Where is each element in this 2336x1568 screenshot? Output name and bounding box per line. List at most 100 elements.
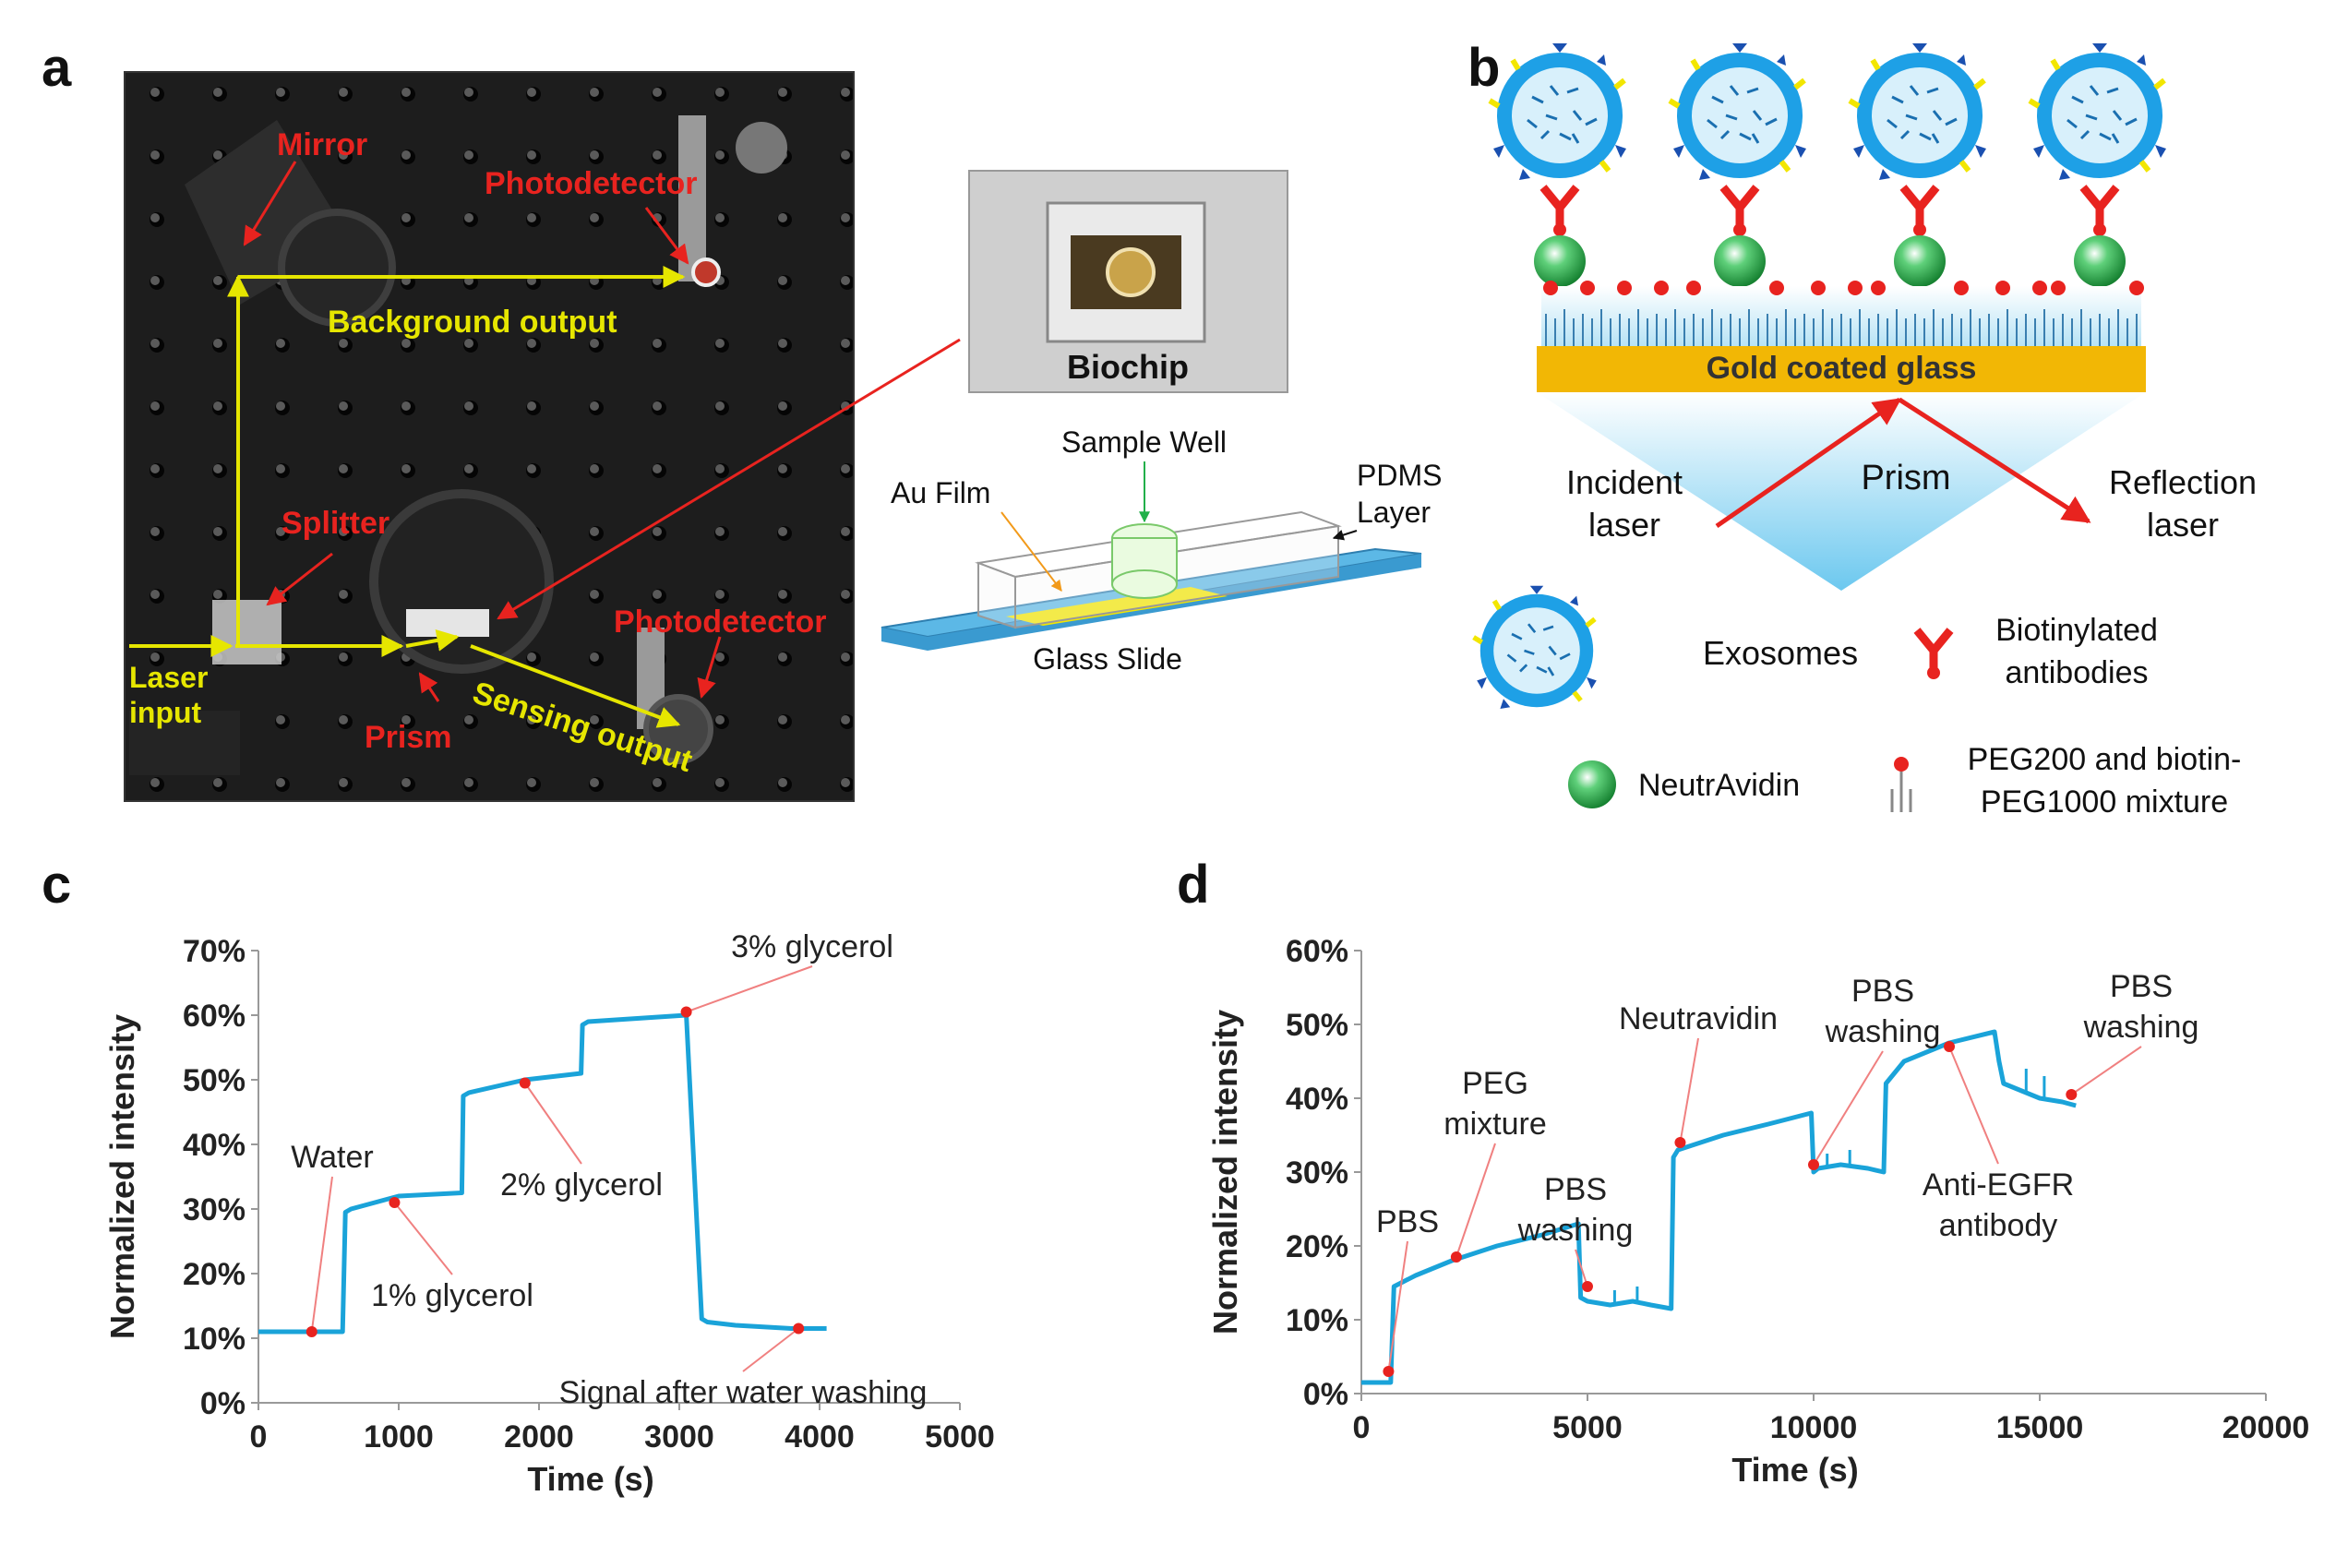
y-tick-label: 70%	[183, 934, 246, 969]
biochip-photo	[968, 170, 1288, 393]
legend-biotinylated-antibodies: Biotinylated antibodies	[1995, 613, 2158, 690]
x-tick-label: 1000	[364, 1419, 434, 1454]
x-tick-label: 2000	[504, 1419, 574, 1454]
label-splitter: Splitter	[282, 506, 389, 541]
x-tick-label: 10000	[1770, 1410, 1858, 1445]
annotation-marker	[389, 1197, 401, 1208]
y-tick-label: 40%	[1286, 1082, 1348, 1117]
annotation-label: Signal after water washing	[559, 1375, 928, 1410]
annotation-label: Neutravidin	[1619, 1001, 1778, 1036]
annotation-arrow	[1813, 1050, 1884, 1166]
prism-shape	[1537, 392, 2146, 591]
panel-b-figure: Gold coated glass Prism Incident laser R…	[1458, 0, 2258, 820]
label-mirror: Mirror	[277, 127, 367, 162]
y-tick-label: 20%	[1286, 1229, 1348, 1264]
x-axis-title: Time (s)	[1731, 1451, 1858, 1489]
annotation: 1% glycerol	[371, 1197, 533, 1313]
annotation-label: 1% glycerol	[371, 1278, 533, 1313]
series-line-0	[258, 1012, 827, 1335]
annotation-marker	[305, 1326, 317, 1337]
y-tick-label: 30%	[1286, 1155, 1348, 1191]
y-tick-label: 10%	[1286, 1303, 1348, 1338]
label-prism-b: Prism	[1861, 459, 1950, 497]
chart-c-axes	[258, 951, 960, 1404]
y-tick-label: 50%	[1286, 1008, 1348, 1043]
panel-letter-d: d	[1177, 855, 1210, 915]
label-photodetector-bottom: Photodetector	[614, 604, 826, 640]
label-photodetector-top: Photodetector	[485, 166, 697, 201]
annotation-arrow	[523, 1082, 582, 1165]
label-pdms-layer: PDMS Layer	[1357, 459, 1443, 529]
annotation-arrow	[310, 1176, 333, 1333]
optical-setup-photo	[124, 71, 855, 802]
annotation-arrow	[2070, 1046, 2142, 1095]
bound-antibodies	[1543, 187, 2116, 236]
annotation: 3% glycerol	[680, 929, 893, 1018]
panel-a-figure: Mirror Photodetector Background output S…	[124, 71, 1443, 802]
x-tick-label: 5000	[1552, 1410, 1623, 1445]
annotation-arrow	[1575, 1249, 1588, 1287]
bound-neutravidin	[1534, 235, 2126, 287]
panel-letter-b: b	[1467, 38, 1501, 98]
annotation-arrow	[1455, 1143, 1496, 1258]
x-tick-label: 15000	[1996, 1410, 2084, 1445]
legend-panel-b: Exosomes Biotinylated antibodies NeutrAv…	[1474, 586, 2242, 820]
label-sample-well: Sample Well	[1061, 425, 1227, 459]
x-tick-label: 20000	[2222, 1410, 2310, 1445]
annotation-arrow	[1948, 1046, 1999, 1165]
y-tick-label: 20%	[183, 1257, 246, 1292]
y-axis-title: Normalized intensity	[103, 1014, 141, 1339]
annotation-label: PBS	[1376, 1204, 1439, 1239]
label-background-output: Background output	[328, 305, 617, 340]
legend-exosomes: Exosomes	[1703, 634, 1858, 672]
x-axis-title: Time (s)	[527, 1460, 653, 1498]
label-laser-input: Laser input	[129, 661, 209, 729]
label-au-film: Au Film	[891, 476, 990, 509]
annotation-marker	[1582, 1281, 1593, 1292]
annotation-marker	[793, 1323, 805, 1335]
y-axis-title: Normalized intensity	[1206, 1010, 1244, 1335]
annotation-marker	[519, 1077, 531, 1089]
x-tick-label: 3000	[644, 1419, 714, 1454]
annotation-marker	[1450, 1251, 1462, 1263]
x-tick-label: 5000	[925, 1419, 995, 1454]
legend-neutravidin-icon	[1568, 760, 1616, 808]
annotation-marker	[1944, 1041, 1955, 1052]
biochip-schematic	[880, 461, 1422, 651]
series-line-0	[1361, 1029, 2077, 1385]
peg-layer	[1541, 281, 2144, 346]
captured-exosomes	[1490, 43, 2166, 180]
annotation-arrow	[742, 1327, 799, 1372]
legend-peg-icon	[1890, 757, 1912, 812]
annotation-marker	[1674, 1137, 1686, 1148]
y-tick-label: 30%	[183, 1192, 246, 1227]
y-tick-label: 40%	[183, 1128, 246, 1163]
annotation: 2% glycerol	[500, 1077, 663, 1203]
legend-peg-mixture: PEG200 and biotin-PEG1000 mixture	[1967, 742, 2242, 820]
annotation-marker	[680, 1006, 692, 1018]
annotation-arrow	[686, 965, 813, 1013]
annotation-arrow	[393, 1202, 453, 1275]
legend-neutravidin: NeutrAvidin	[1638, 768, 1800, 803]
legend-exosome-icon	[1474, 586, 1597, 709]
beam-paths	[129, 266, 686, 728]
label-glass-slide: Glass Slide	[1033, 642, 1182, 676]
y-tick-label: 10%	[183, 1322, 246, 1357]
label-prism: Prism	[365, 720, 452, 755]
label-biochip: Biochip	[1067, 348, 1189, 386]
panel-letter-a: a	[42, 38, 72, 98]
y-tick-label: 0%	[1303, 1377, 1348, 1412]
label-reflection-laser: Reflection laser	[2108, 463, 2258, 544]
label-arrows	[243, 161, 961, 702]
panel-letter-c: c	[42, 855, 72, 915]
legend-antibody-icon	[1917, 630, 1950, 679]
